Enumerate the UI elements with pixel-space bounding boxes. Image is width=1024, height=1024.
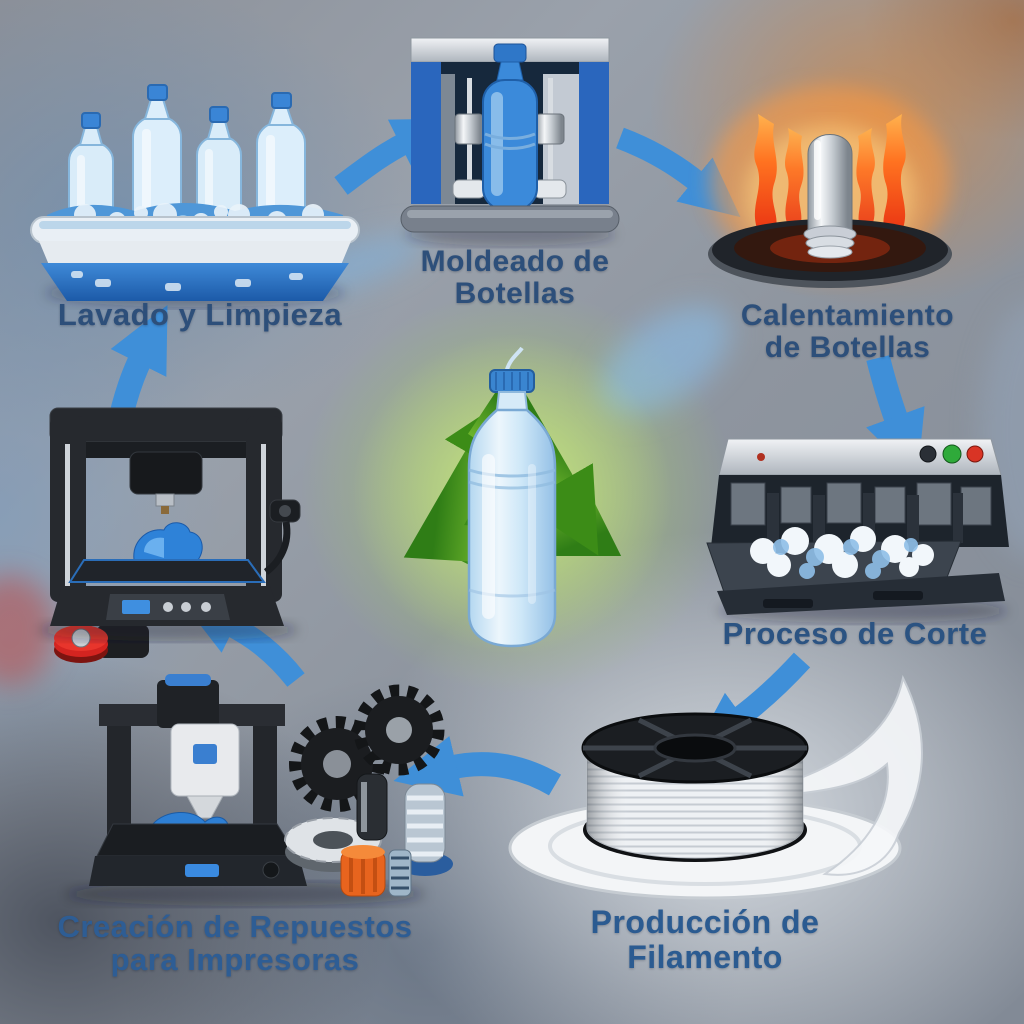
bottle-preform — [803, 134, 857, 259]
label-creacion-repuestos: Creación de Repuestos para Impresoras — [57, 909, 413, 978]
label-lavado-limpieza: Lavado y Limpieza — [57, 297, 343, 332]
red-knob — [54, 624, 149, 663]
arrow-lavado-to-moldeado — [334, 118, 454, 195]
filament-spool-illustration — [508, 674, 923, 900]
flames — [754, 114, 906, 234]
arrow-corte-to-filamento — [693, 652, 811, 751]
blue-striped-part — [388, 849, 412, 897]
black-cylinder — [356, 773, 388, 841]
arrow-moldeado-to-calentamiento — [616, 127, 741, 218]
piston-right — [533, 78, 567, 199]
cutter-blocks — [730, 482, 992, 526]
filament-camera-arm — [263, 499, 301, 575]
filament-strand — [794, 674, 923, 876]
spare-parts-illustration — [54, 624, 453, 906]
center-bottle — [467, 346, 557, 648]
label-produccion-filamento: Producción de Filamento — [590, 904, 820, 975]
label-moldeado-botellas: Moldeado de Botellas — [420, 245, 610, 311]
washing-tray-illustration — [30, 84, 360, 307]
3d-printer-illustration — [38, 407, 301, 641]
label-proceso-corte: Proceso de Corte — [722, 616, 988, 651]
recycling-symbol — [352, 334, 672, 654]
orange-knob — [340, 845, 386, 897]
printed-object — [133, 522, 203, 561]
mini-3d-printer — [89, 674, 307, 886]
cutting-machine-illustration — [706, 438, 1009, 623]
arrow-calentamiento-to-corte — [866, 355, 925, 478]
molded-bottle — [482, 43, 538, 211]
molding-machine-illustration — [400, 37, 620, 246]
plastic-flakes — [750, 526, 934, 579]
extruder-head — [129, 451, 203, 514]
printed-gears — [289, 684, 445, 812]
arrow-filamento-to-repuestos — [393, 735, 562, 797]
label-calentamiento-botellas: Calentamiento de Botellas — [740, 299, 955, 365]
heating-illustration — [708, 86, 952, 288]
